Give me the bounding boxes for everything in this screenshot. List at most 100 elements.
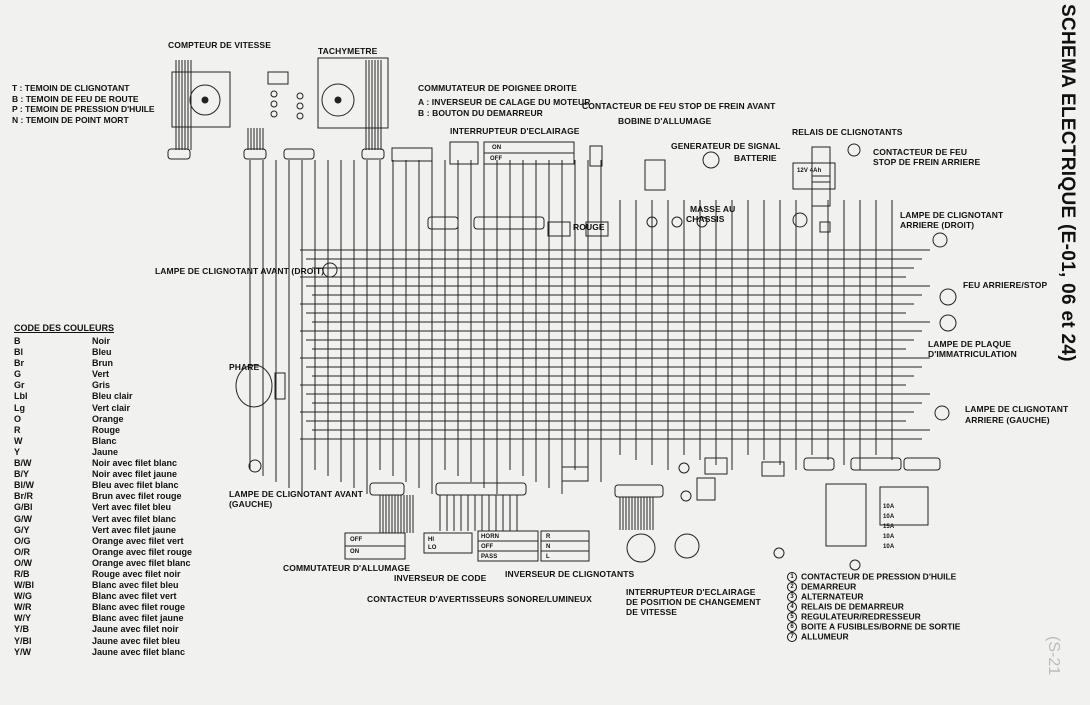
code-lo-text: LO xyxy=(428,545,437,551)
color-code: Y/Bl xyxy=(14,635,32,646)
label-lampe-av-droit: LAMPE DE CLIGNOTANT AVANT (DROIT) xyxy=(155,266,325,276)
numbered-item: 6 BOITE A FUSIBLES/BORNE DE SORTIE xyxy=(787,622,960,632)
color-code: Bl/W xyxy=(14,480,34,491)
item-number: 6 xyxy=(787,622,797,632)
color-code-name: Noir avec filet jaune xyxy=(92,469,178,480)
color-code-name: Blanc xyxy=(92,435,117,446)
label-interrupteur-vitesse: INTERRUPTEUR D'ECLAIRAGE xyxy=(626,587,756,597)
label-contacteur-avertisseurs: CONTACTEUR D'AVERTISSEURS SONORE/LUMINEU… xyxy=(367,594,592,604)
color-code: Y/W xyxy=(14,646,31,657)
color-codes-title: CODE DES COULEURS xyxy=(14,323,115,333)
color-code-name: Vert avec filet bleu xyxy=(92,502,172,513)
label-lampe-ar-droit: LAMPE DE CLIGNOTANT xyxy=(900,210,1004,220)
color-code-name: Blanc avec filet jaune xyxy=(92,613,184,624)
color-code-name: Brun avec filet rouge xyxy=(92,491,182,502)
pass-text: PASS xyxy=(481,554,498,560)
color-code-name: Blanc avec filet bleu xyxy=(92,580,179,591)
numbered-item: 4 RELAIS DE DEMARREUR xyxy=(787,602,960,612)
item-number: 5 xyxy=(787,612,797,622)
color-code-row: G/Y Vert avec filet jaune xyxy=(14,525,192,536)
color-code-name: Jaune avec filet noir xyxy=(92,624,179,635)
label-masse-2: CHASSIS xyxy=(686,214,725,224)
item-label: BOITE A FUSIBLES/BORNE DE SORTIE xyxy=(801,621,961,632)
color-code: W/Y xyxy=(14,613,31,624)
label-compteur: COMPTEUR DE VITESSE xyxy=(168,40,271,50)
item-number: 4 xyxy=(787,602,797,612)
color-code-name: Jaune avec filet blanc xyxy=(92,646,186,657)
horn-text: HORN xyxy=(481,534,500,540)
color-code: B xyxy=(14,336,21,346)
color-code-row: G/Bl Vert avec filet bleu xyxy=(14,502,192,513)
color-code-row: Y/Bl Jaune avec filet bleu xyxy=(14,636,192,647)
page-number: (S-21 xyxy=(1045,636,1062,676)
label-contacteur-stop-arriere-2: STOP DE FREIN ARRIERE xyxy=(873,157,981,167)
horn-off-text: OFF xyxy=(481,544,494,550)
color-code: G/Y xyxy=(14,524,30,535)
color-code-name: Orange avec filet rouge xyxy=(92,546,193,557)
color-code-name: Rouge avec filet noir xyxy=(92,568,181,579)
label-plaque-2: D'IMMATRICULATION xyxy=(928,349,1017,359)
color-code-name: Vert xyxy=(92,369,110,380)
item-label: ALTERNATEUR xyxy=(801,591,864,602)
color-code-row: Bl Bleu xyxy=(14,347,192,358)
item-label: RELAIS DE DEMARREUR xyxy=(801,601,904,612)
label-lampe-av-gauche: LAMPE DE CLIGNOTANT AVANT xyxy=(229,489,363,499)
fuse-label: 10A xyxy=(883,544,895,550)
color-code-name: Orange xyxy=(92,413,124,424)
color-code: B/W xyxy=(14,458,32,469)
label-lampe-ar-gauche: LAMPE DE CLIGNOTANT xyxy=(965,404,1069,414)
label-relais-clignotants: RELAIS DE CLIGNOTANTS xyxy=(792,127,903,137)
color-code: O/W xyxy=(14,557,32,568)
color-code-row: W/Y Blanc avec filet jaune xyxy=(14,613,192,624)
color-code: W xyxy=(14,435,23,446)
label-rouge: ROUGE xyxy=(573,222,605,232)
color-code: W/G xyxy=(14,591,32,602)
color-code-name: Bleu xyxy=(92,347,112,358)
color-code: Bl xyxy=(14,347,23,358)
color-code-name: Jaune avec filet bleu xyxy=(92,635,181,646)
label-inverseur-clignotants: INVERSEUR DE CLIGNOTANTS xyxy=(505,569,635,579)
color-code-name: Noir avec filet blanc xyxy=(92,458,178,469)
color-code-name: Bleu avec filet blanc xyxy=(92,480,179,491)
fuse-label: 10A xyxy=(883,534,895,540)
color-code: W/Bl xyxy=(14,580,34,591)
label-interrupteur-eclairage: INTERRUPTEUR D'ECLAIRAGE xyxy=(450,126,580,136)
color-code-row: Bl/W Bleu avec filet blanc xyxy=(14,480,192,491)
battery-rating: 12V 4Ah xyxy=(797,168,822,174)
label-interrupteur-vitesse-3: DE VITESSE xyxy=(626,607,678,617)
color-code: R xyxy=(14,424,21,435)
label-commutateur-droite: COMMUTATEUR DE POIGNEE DROITE xyxy=(418,83,577,93)
color-code-name: Vert avec filet blanc xyxy=(92,513,177,524)
color-code: G/Bl xyxy=(14,502,33,513)
label-commutateur-allumage: COMMUTATEUR D'ALLUMAGE xyxy=(283,563,411,573)
item-number: 2 xyxy=(787,582,797,592)
color-code: G xyxy=(14,369,22,380)
turn-n-text: N xyxy=(546,544,551,550)
color-code-row: W Blanc xyxy=(14,436,192,447)
ign-on-text: ON xyxy=(350,549,360,555)
color-code-row: G Vert xyxy=(14,369,192,380)
color-code-name: Vert avec filet jaune xyxy=(92,524,177,535)
color-code-name: Gris xyxy=(92,380,111,391)
label-lampe-ar-gauche-2: ARRIERE (GAUCHE) xyxy=(965,415,1050,425)
label-plaque: LAMPE DE PLAQUE xyxy=(928,339,1012,349)
legend-item: B : TEMOIN DE FEU DE ROUTE xyxy=(12,93,139,104)
item-label: ALLUMEUR xyxy=(801,631,849,642)
fuse-label: 15A xyxy=(883,524,895,530)
